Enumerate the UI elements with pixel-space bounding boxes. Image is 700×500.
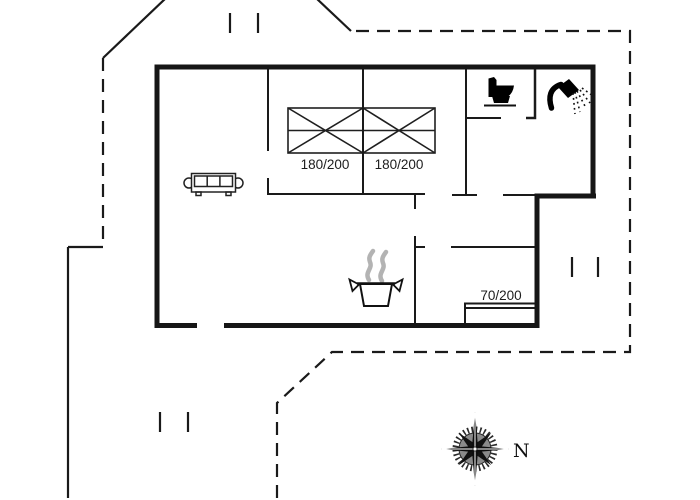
spray-ray (574, 91, 581, 113)
shower-arm (547, 81, 564, 111)
compass-point-sw (458, 449, 475, 466)
boundary-diagonal-left (102, 0, 166, 59)
pot-handle-left (348, 277, 361, 293)
exterior-walls (154, 64, 596, 328)
compass-center (472, 446, 478, 452)
toilet-tank (488, 77, 497, 97)
boundary-ticks (158, 13, 600, 432)
boundary-dashed-right (275, 29, 632, 500)
bed1-cross (287, 107, 364, 154)
sofa-body (190, 172, 237, 193)
sofa-cushion-dividers (206, 176, 221, 187)
compass-rose-icon: N (441, 412, 530, 486)
pot-handle-right (391, 277, 404, 293)
compass-point-nw (458, 432, 475, 449)
compass-point-ne (475, 432, 492, 449)
cooking-pot-icon (348, 248, 404, 307)
compass-point-se (475, 449, 492, 466)
pot-body (358, 283, 394, 307)
steam-line-2 (378, 249, 389, 284)
sofa-cushions (193, 175, 234, 188)
single-bed (464, 302, 535, 325)
sofa-foot-right (225, 191, 232, 197)
bed2-size-label: 180/200 (375, 157, 424, 172)
compass-diagonal-points (458, 432, 492, 466)
toilet-base (492, 96, 510, 103)
bed3-size-label: 70/200 (480, 288, 521, 303)
toilet-bowl (496, 85, 514, 98)
single-bed-icon (464, 302, 535, 325)
boundary-diagonal-right (316, 0, 352, 32)
wall-segment (526, 66, 537, 120)
bed-labels: 180/200 180/200 70/200 (301, 157, 522, 303)
sofa-icon (183, 172, 244, 197)
sofa-foot-left (195, 191, 202, 197)
interior-walls (267, 65, 537, 326)
bed2-cross (362, 107, 436, 154)
spray-ray (576, 90, 587, 109)
steam-line-1 (365, 248, 376, 283)
double-beds (287, 107, 436, 154)
wall-step-right-bottom (224, 193, 596, 328)
shower-icon (547, 79, 594, 115)
site-boundary (66, 0, 632, 500)
wall-segment (267, 178, 425, 195)
spray-ray (572, 92, 576, 115)
wall-left-top-right (154, 64, 596, 328)
toilet-icon (484, 77, 516, 107)
compass-north-label: N (513, 440, 530, 462)
bed1-size-label: 180/200 (301, 157, 350, 172)
